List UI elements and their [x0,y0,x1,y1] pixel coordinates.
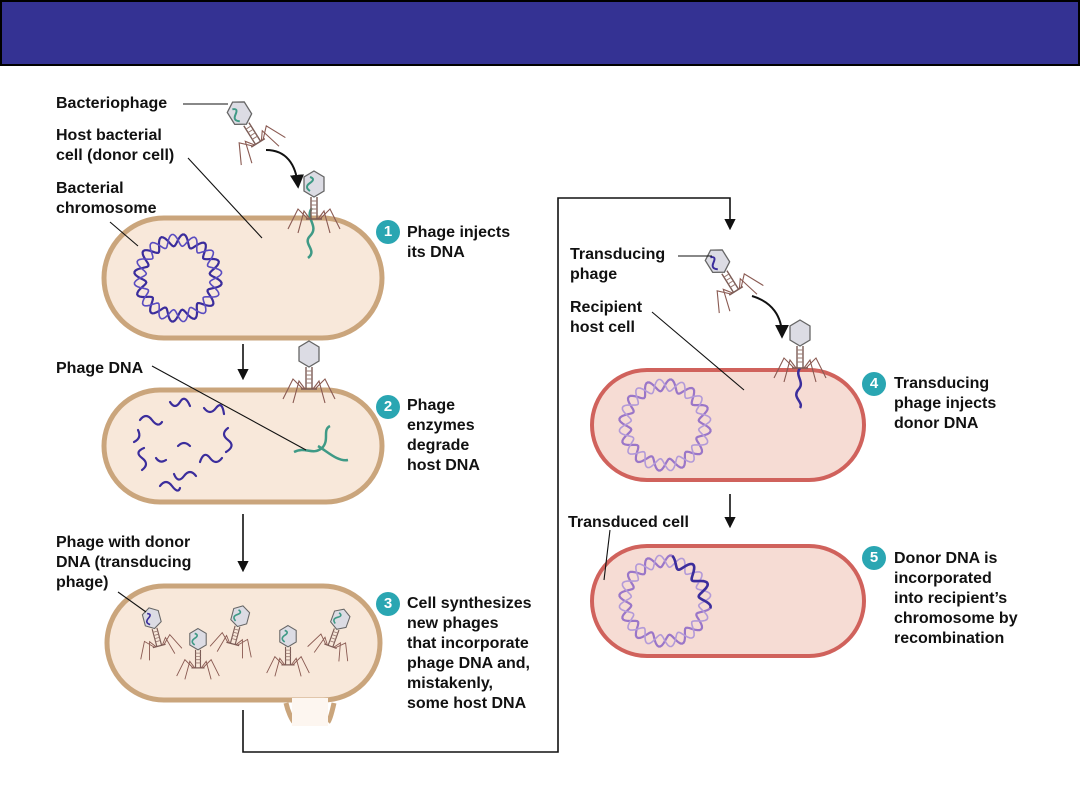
step-5-badge: 5 [862,546,886,570]
recipient-cell-4 [590,368,866,482]
step-1-badge: 1 [376,220,400,244]
label-transduced-cell: Transduced cell [568,514,689,531]
leader-recipient-cell [651,311,745,391]
step-5-text: Donor DNA is incorporated into recipient… [894,550,1018,647]
transduced-cell-5 [590,544,866,658]
step-2-badge: 2 [376,395,400,419]
donor-dna-injected [795,367,803,409]
donor-cell-1 [101,215,385,341]
step-3-text: Cell synthesizes new phages that incorpo… [407,595,532,712]
label-transducing-phage: Transducing phage [570,246,666,283]
phage-dna-injected [306,207,315,259]
label-recipient-host-cell: Recipient host cell [570,299,643,336]
flow-line-3-to-4 [242,197,736,753]
recipient-chromosome-4-strand2 [618,378,712,472]
phage-dna-2 [293,424,349,462]
step-4-badge: 4 [862,372,886,396]
donor-cell-3 [104,583,383,703]
label-bacterial-chromosome: Bacterial chromosome [56,180,157,217]
leader-phage-with-donor [117,591,147,613]
leader-phage-dna [151,365,307,451]
donor-dna-segment [671,554,712,609]
leader-host-cell [187,157,263,239]
step-2-text: Phage enzymes degrade host DNA [407,397,480,474]
label-host-cell: Host bacterial cell (donor cell) [56,127,175,164]
step-4-text: Transducing phage injects donor DNA [894,375,997,432]
leader-transduced-cell [603,529,611,581]
label-phage-with-donor: Phage with donor DNA (transducing phage) [56,534,192,591]
label-phage-dna: Phage DNA [56,360,144,377]
label-bacteriophage: Bacteriophage [56,95,168,112]
bacterial-chromosome-1-strand2 [133,233,223,323]
curved-arrow-1 [265,149,304,189]
donor-cell-2 [101,387,385,505]
leader-chromosome [109,221,139,247]
transducing-phage-free [689,236,766,316]
bacteriophage-free [211,88,288,168]
title-bar [0,0,1080,66]
step-1-text: Phage injects its DNA [407,224,511,261]
step-3-badge: 3 [376,592,400,616]
degraded-host-dna [132,397,233,492]
curved-arrow-4 [751,295,789,339]
